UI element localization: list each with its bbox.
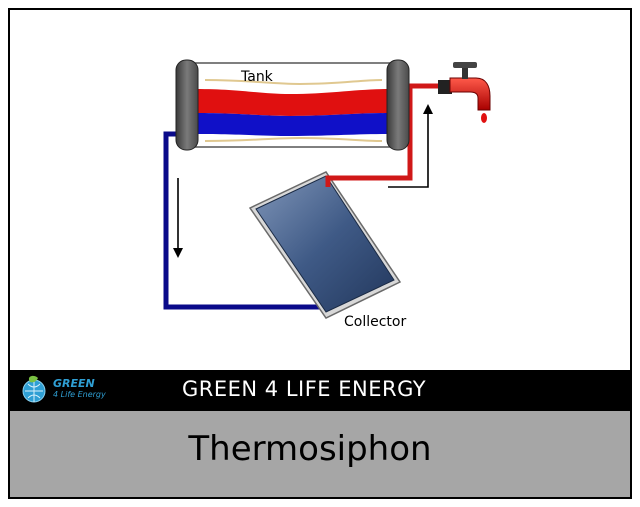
brand-logo: GREEN 4 Life Energy [20, 373, 115, 408]
logo-text-line2: 4 Life Energy [53, 390, 106, 399]
globe-leaf-icon [22, 375, 46, 403]
brand-name: GREEN 4 LIFE ENERGY [182, 377, 427, 401]
thermosiphon-diagram: Tank Collector [163, 59, 491, 330]
page-title: Thermosiphon [188, 429, 432, 469]
storage-tank [175, 59, 410, 151]
up-arrow [388, 104, 433, 188]
title-bar: Thermosiphon [10, 411, 630, 497]
solar-collector [248, 171, 402, 319]
frame: Tank Collector GREEN 4 Life Energy GREEN… [8, 8, 632, 499]
logo-text-line1: GREEN [53, 377, 95, 390]
tank-label: Tank [240, 69, 274, 85]
collector-label: Collector [344, 314, 406, 330]
faucet-icon [438, 62, 491, 123]
brand-bar: GREEN 4 Life Energy GREEN 4 LIFE ENERGY [10, 370, 630, 411]
down-arrow [173, 178, 183, 258]
